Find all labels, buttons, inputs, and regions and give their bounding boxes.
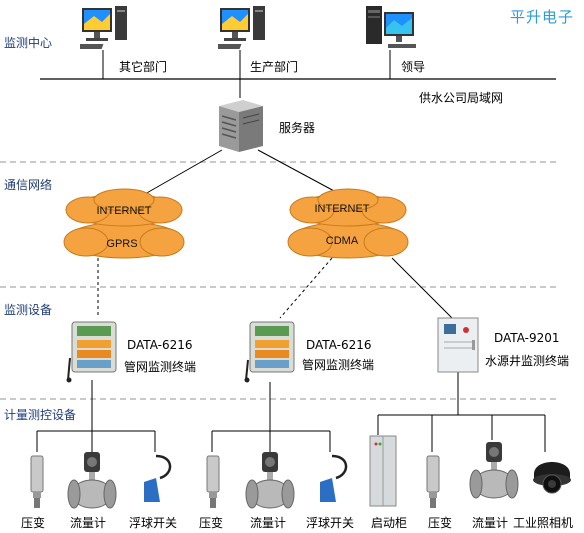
float-switch-icon — [144, 454, 172, 502]
float-switch-icon — [320, 454, 348, 502]
well-cabinet-icon — [437, 317, 479, 373]
section-comm-network: 通信网络 — [4, 178, 53, 192]
terminal-6216-icon — [244, 321, 295, 383]
computer-icon — [366, 6, 416, 48]
flowmeter-icon — [469, 442, 519, 499]
terminal-1-model: DATA-6216 — [127, 338, 193, 352]
camera-icon — [533, 462, 571, 494]
cloud-right-top-text: INTERNET — [315, 203, 370, 215]
cloud-gprs: INTERNET GPRS — [63, 188, 185, 259]
section-metering-device: 计量测控设备 — [4, 408, 77, 422]
computer-icon — [80, 6, 127, 49]
pressure-transmitter-icon — [30, 455, 44, 508]
device-pressure-1: 压变 — [21, 516, 46, 530]
cloud-cdma: INTERNET CDMA — [287, 188, 409, 259]
device-float-switch-1: 浮球开关 — [129, 516, 178, 530]
device-industrial-camera: 工业照相机 — [513, 516, 574, 530]
flowmeter-icon — [245, 452, 295, 509]
pc-label-production: 生产部门 — [250, 60, 299, 74]
device-pressure-3: 压变 — [428, 516, 453, 530]
device-starter-cabinet: 启动柜 — [371, 516, 408, 530]
device-flowmeter-1: 流量计 — [70, 516, 107, 530]
device-pressure-2: 压变 — [199, 516, 224, 530]
section-monitor-device: 监测设备 — [4, 303, 53, 317]
device-flowmeter-2: 流量计 — [250, 516, 287, 530]
flowmeter-icon — [67, 452, 117, 509]
brand-label: 平升电子 — [510, 8, 575, 26]
pc-label-leader: 领导 — [401, 60, 426, 74]
pressure-transmitter-icon — [426, 455, 440, 508]
cloud-left-top-text: INTERNET — [97, 205, 152, 217]
terminal-3-desc: 水源井监测终端 — [485, 354, 570, 368]
pressure-transmitter-icon — [206, 455, 220, 508]
terminal-2-desc: 管网监测终端 — [302, 358, 375, 372]
lan-label: 供水公司局域网 — [419, 91, 504, 105]
cloud-left-bottom-text: GPRS — [106, 238, 137, 250]
section-monitor-center: 监测中心 — [4, 36, 53, 50]
server-label: 服务器 — [279, 121, 316, 135]
terminal-1-desc: 管网监测终端 — [124, 360, 197, 374]
device-flowmeter-3: 流量计 — [472, 516, 509, 530]
terminal-2-model: DATA-6216 — [306, 338, 372, 352]
computer-icon — [218, 6, 265, 49]
pc-label-other-dept: 其它部门 — [119, 60, 168, 74]
cloud-right-bottom-text: CDMA — [326, 235, 359, 247]
terminal-3-model: DATA-9201 — [494, 331, 560, 345]
terminal-6216-icon — [66, 321, 117, 383]
server-icon — [219, 100, 263, 152]
device-float-switch-2: 浮球开关 — [306, 516, 355, 530]
starter-cabinet-icon — [369, 435, 397, 507]
